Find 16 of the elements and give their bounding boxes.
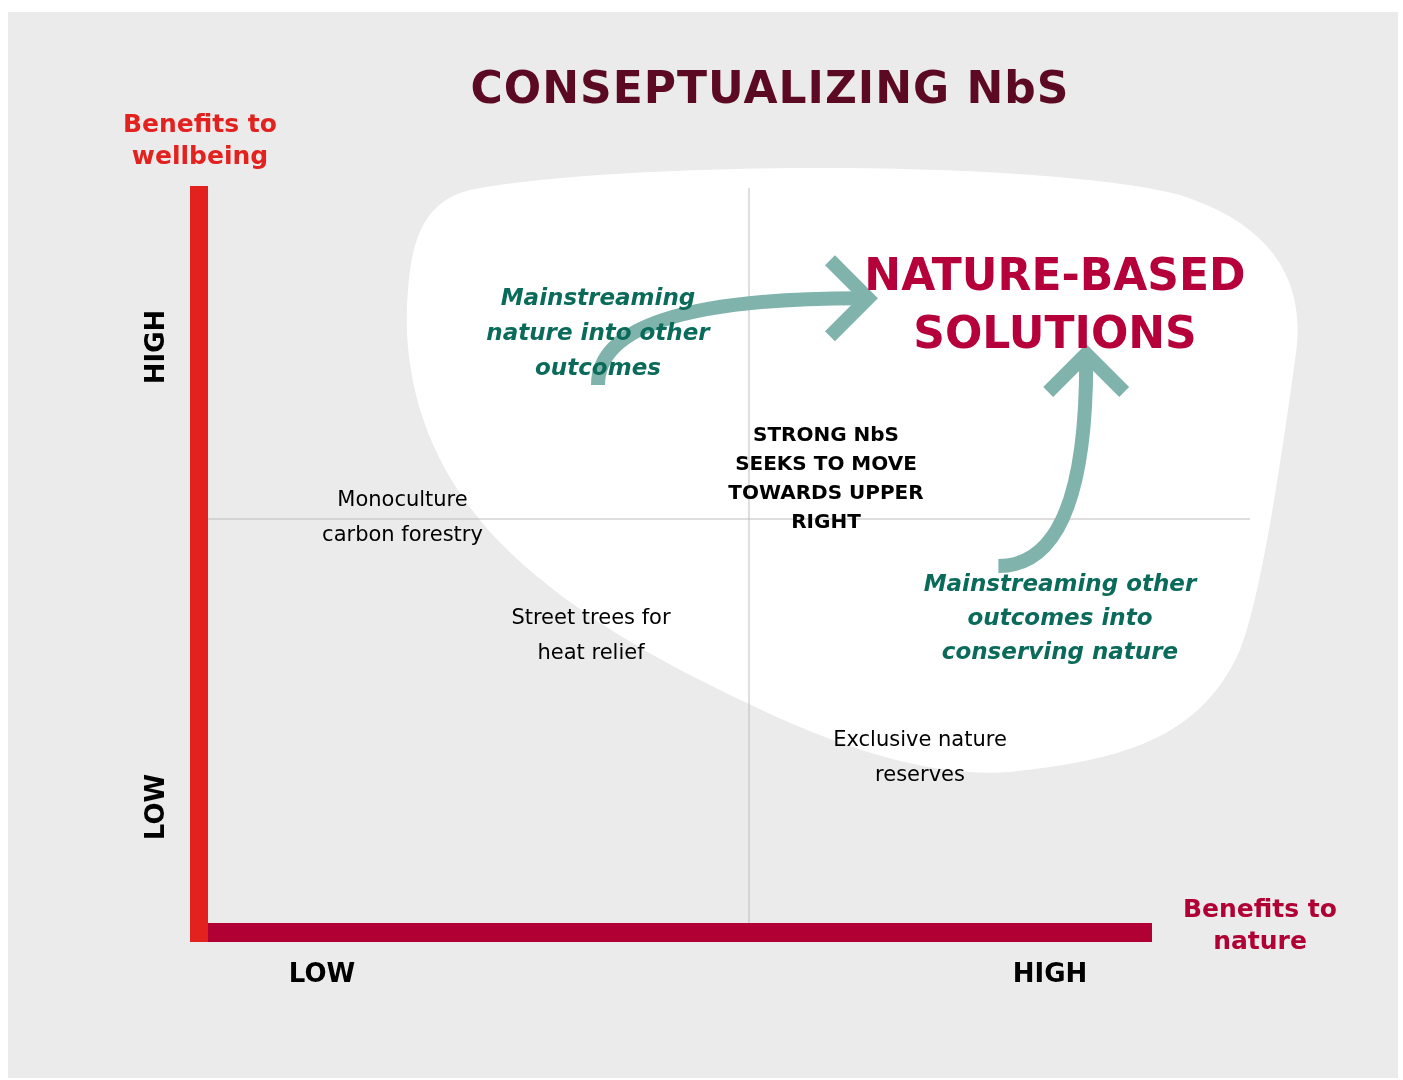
curved-arrow: [997, 347, 1131, 573]
axis-title: Benefits to nature: [1182, 893, 1338, 957]
chart-title: CONSEPTUALIZING NbS: [469, 62, 1071, 113]
example-text: Monoculture carbon forestry: [321, 486, 484, 548]
axis-level: LOW: [287, 958, 357, 988]
nbs-heading: NATURE-BASED SOLUTIONS: [860, 246, 1250, 362]
approach-text: Mainstreaming other outcomes into conserving nature: [920, 566, 1200, 668]
example-text: Exclusive nature reserves: [832, 726, 1008, 788]
axis-title: Benefits to wellbeing: [122, 108, 278, 172]
example-text: Street trees for heat relief: [510, 604, 672, 666]
axis-level: LOW: [140, 772, 170, 843]
note-text: STRONG NbS SEEKS TO MOVE TOWARDS UPPER RIGHT: [727, 421, 925, 535]
axis-level: HIGH: [1011, 958, 1089, 988]
curved-arrow: [591, 253, 875, 386]
axis-level: HIGH: [140, 308, 170, 387]
approach-text: Mainstreaming nature into other outcomes: [470, 280, 726, 385]
